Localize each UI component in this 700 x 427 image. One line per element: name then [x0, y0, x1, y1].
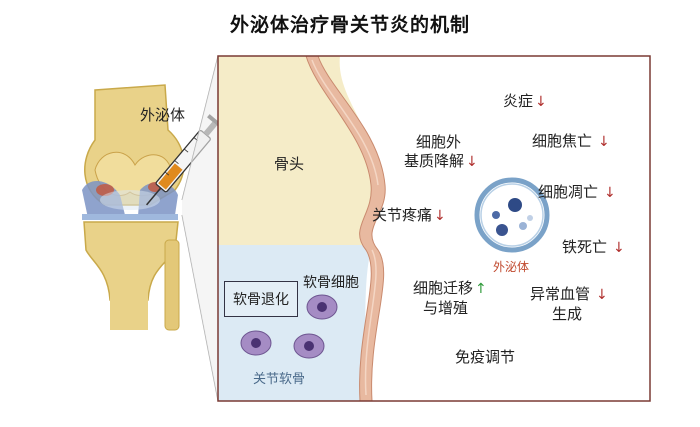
chondrocyte-label: 软骨细胞: [303, 275, 359, 291]
cartilage-degeneration-label: 软骨退化: [233, 292, 289, 308]
decrease-arrow-icon: ↓: [466, 154, 478, 170]
page-title: 外泌体治疗骨关节炎的机制: [229, 14, 470, 36]
detail-panel: [217, 55, 651, 402]
increase-arrow-icon: ↑: [475, 281, 487, 297]
chondrocytes: [240, 294, 338, 359]
ferroptosis-label: 铁死亡↓: [562, 238, 625, 256]
ecm-degradation-label: 细胞外 基质降解↓: [404, 133, 478, 170]
pyroptosis-label: 细胞焦亡↓: [532, 132, 610, 150]
immunomodulation-label: 免疫调节: [455, 348, 516, 366]
decrease-arrow-icon: ↓: [613, 240, 625, 256]
exosome-label: 外泌体: [493, 260, 530, 274]
apoptosis-label: 细胞凋亡↓: [538, 183, 616, 201]
decrease-arrow-icon: ↓: [604, 185, 616, 201]
abnormal-angiogenesis-label: 异常血管↓ 生成: [530, 285, 608, 323]
cartilage-degeneration-box: 软骨退化: [224, 281, 298, 317]
decrease-arrow-icon: ↓: [434, 208, 446, 224]
decrease-arrow-icon: ↓: [598, 134, 610, 150]
knee-illustration: [82, 84, 185, 331]
bone-label: 骨头: [274, 155, 305, 173]
exosome-icon: [474, 177, 550, 253]
decrease-arrow-icon: ↓: [535, 94, 547, 110]
inflammation-label: 炎症↓: [503, 92, 547, 110]
articular-cartilage-label: 关节软骨: [253, 372, 306, 387]
knee-exosome-label: 外泌体: [140, 106, 186, 124]
migration-proliferation-label: 细胞迁移↑ 与增殖: [413, 279, 487, 317]
joint-pain-label: 关节疼痛↓: [372, 206, 446, 224]
decrease-arrow-icon: ↓: [596, 287, 608, 303]
